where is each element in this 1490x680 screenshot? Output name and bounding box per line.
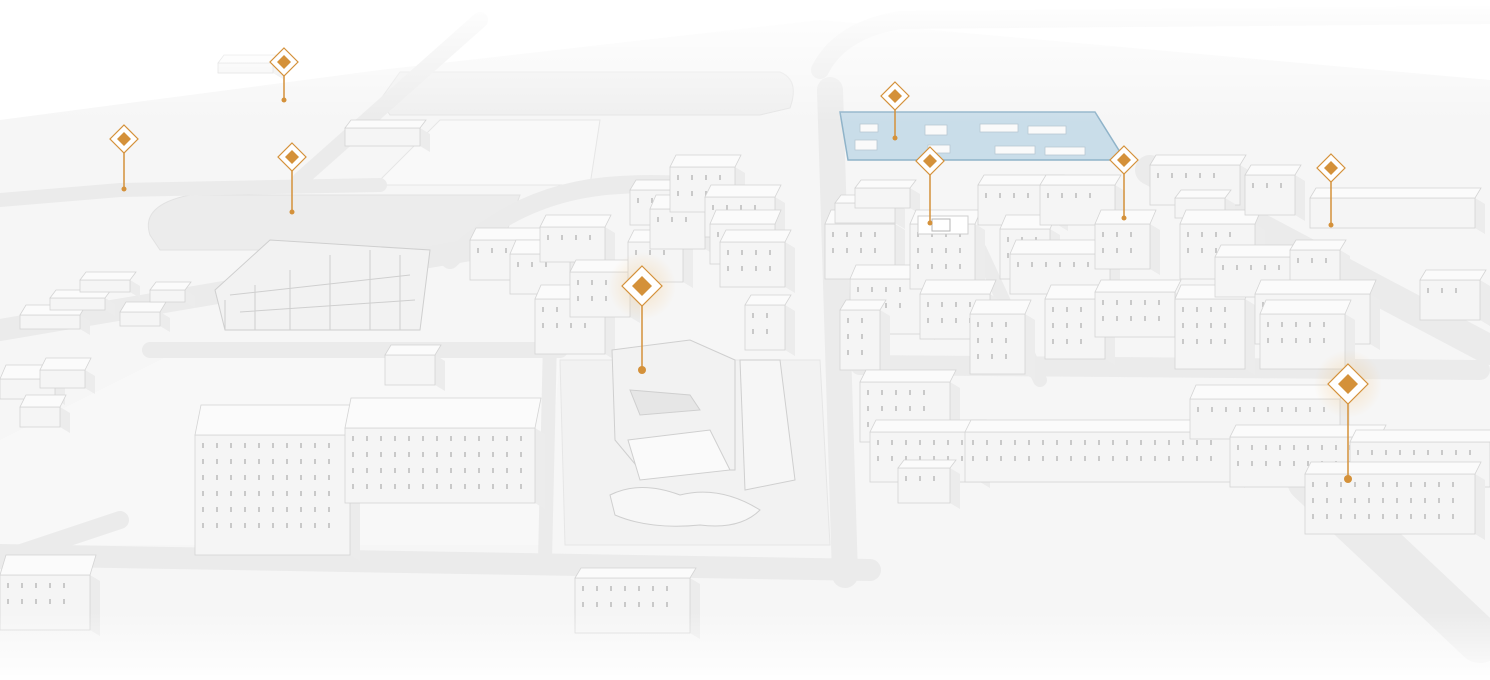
diamond-pin-icon[interactable] xyxy=(277,142,307,215)
diamond-pin-icon[interactable] xyxy=(880,81,910,141)
diamond-pin-icon[interactable] xyxy=(1109,145,1139,221)
diamond-pin-icon[interactable] xyxy=(1316,153,1346,228)
diamond-pin-icon[interactable] xyxy=(269,47,299,103)
diamond-pin-icon[interactable] xyxy=(1314,350,1382,483)
diamond-pin-icon[interactable] xyxy=(109,124,139,192)
map-markers[interactable] xyxy=(109,47,1382,483)
diamond-pin-icon[interactable] xyxy=(608,252,676,374)
diamond-pin-icon[interactable] xyxy=(915,146,945,226)
